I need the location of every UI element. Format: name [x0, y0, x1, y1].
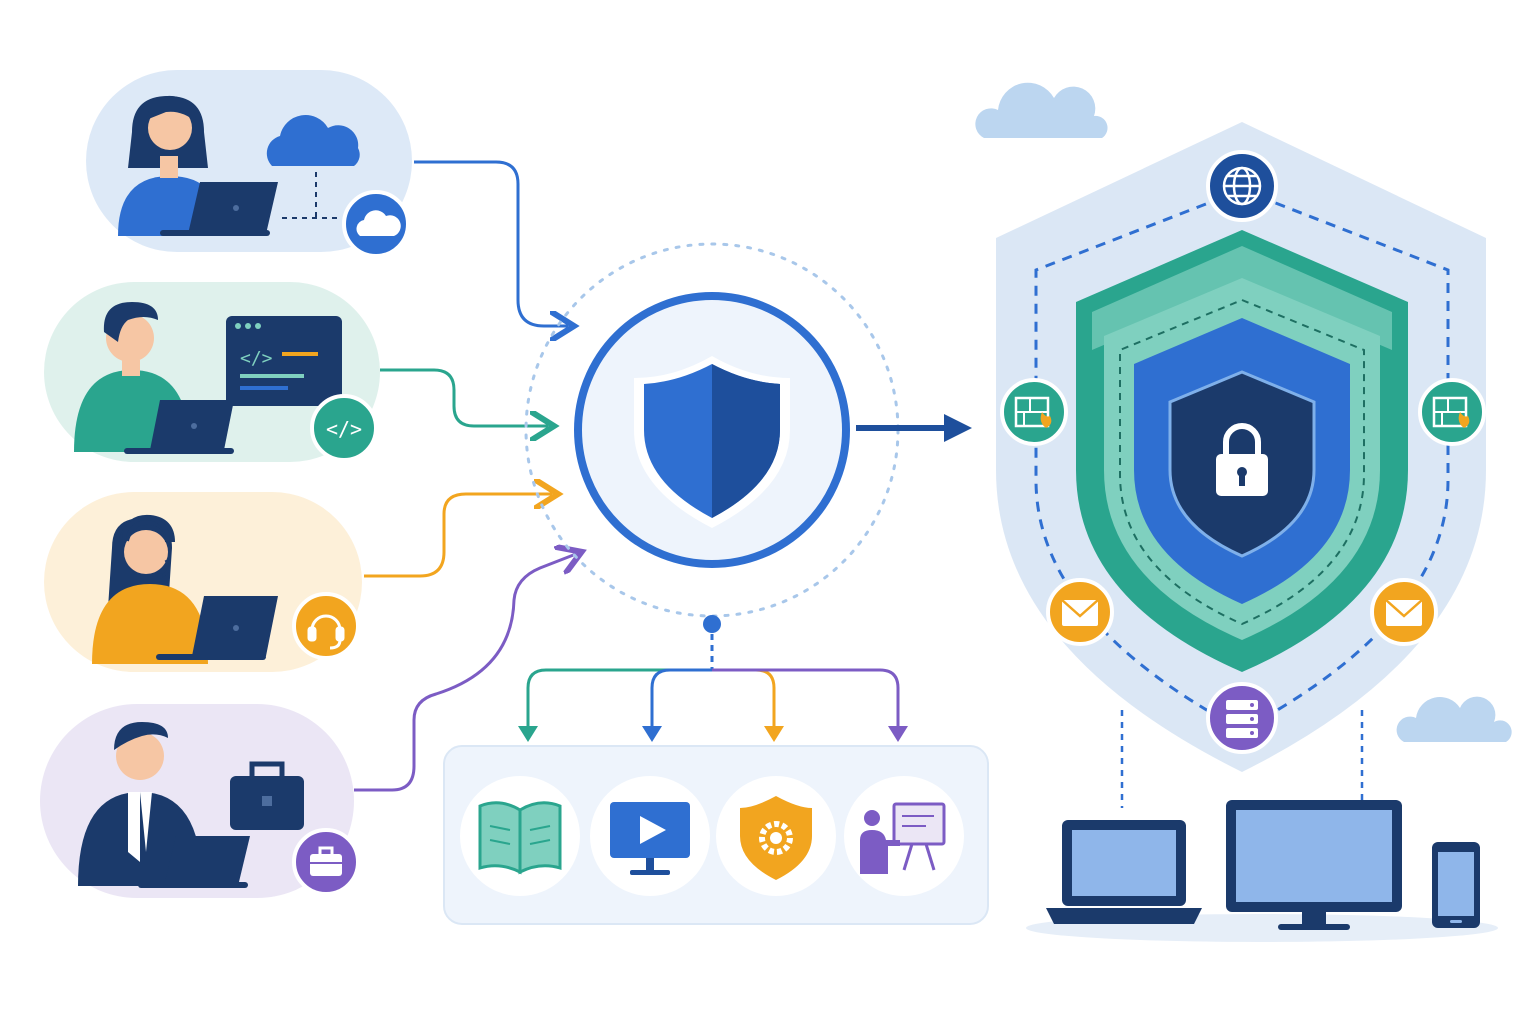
user-card-support-agent[interactable] [44, 492, 362, 672]
user-card-developer[interactable]: </> </> [44, 282, 380, 462]
user-card-business-user[interactable] [40, 704, 360, 898]
connector-remote-worker [414, 160, 568, 326]
decorative-cloud-top [975, 82, 1108, 138]
defense-node-firewall-right[interactable] [1418, 378, 1486, 446]
service-tile-video[interactable] [590, 776, 710, 896]
briefcase-icon [230, 761, 304, 830]
service-tile-learning[interactable] [460, 776, 580, 896]
laptop-icon [1046, 820, 1202, 924]
mail-icon [1385, 599, 1423, 626]
monitor-icon [1226, 800, 1402, 930]
service-tile-training[interactable] [844, 776, 964, 896]
defense-node-firewall-left[interactable] [1000, 378, 1068, 446]
open-book-icon [478, 801, 562, 875]
code-window: </> [226, 316, 342, 406]
laptop-icon [124, 400, 234, 454]
central-security-hub[interactable] [524, 242, 900, 618]
hub-distribution-connector [518, 615, 908, 742]
headset-badge[interactable] [292, 592, 360, 660]
services-panel [443, 745, 989, 925]
shield-icon [634, 356, 790, 528]
device-desktop-monitor[interactable] [1226, 800, 1402, 930]
person-avatar [74, 302, 190, 452]
laptop-icon [156, 596, 278, 660]
decorative-cloud-right [1396, 696, 1512, 742]
cloud-badge[interactable] [342, 190, 410, 258]
globe-icon [1222, 166, 1262, 206]
defense-node-server[interactable] [1206, 682, 1278, 754]
firewall-icon [1432, 396, 1470, 428]
presentation-icon [860, 802, 946, 874]
video-play-icon [610, 802, 690, 875]
connector-support-agent [364, 494, 552, 578]
shield-gear-icon [740, 796, 812, 880]
code-icon: </> [326, 417, 362, 441]
device-phone[interactable] [1432, 842, 1480, 928]
person-avatar [92, 514, 208, 664]
laptop-icon [138, 836, 250, 888]
firewall-icon [1014, 396, 1052, 428]
mail-icon [1061, 599, 1099, 626]
phone-icon [1432, 842, 1480, 928]
inner-dashed-ring [1119, 298, 1365, 626]
person-avatar [118, 95, 222, 236]
code-badge[interactable]: </> [310, 394, 378, 462]
hub-to-defense-arrow [856, 414, 972, 442]
device-laptop[interactable] [1046, 820, 1202, 924]
firewall-brick-pattern [1092, 246, 1392, 350]
cloud-icon [266, 115, 360, 166]
server-icon [1226, 700, 1258, 738]
briefcase-badge[interactable] [292, 828, 360, 896]
screen-code-text: </> [240, 348, 273, 369]
defense-shield[interactable] [996, 122, 1486, 772]
defense-node-globe[interactable] [1206, 150, 1278, 222]
defense-node-mail-right[interactable] [1370, 578, 1438, 646]
padlock-icon [1216, 423, 1268, 496]
service-tile-security-settings[interactable] [716, 776, 836, 896]
cloud-icon [356, 210, 401, 236]
connector-business-user [354, 554, 576, 792]
defense-node-mail-left[interactable] [1046, 578, 1114, 646]
user-card-remote-worker[interactable] [86, 70, 412, 258]
laptop-icon [160, 182, 278, 236]
briefcase-icon [310, 846, 342, 876]
connector-developer [380, 368, 548, 426]
headset-icon [307, 614, 345, 650]
